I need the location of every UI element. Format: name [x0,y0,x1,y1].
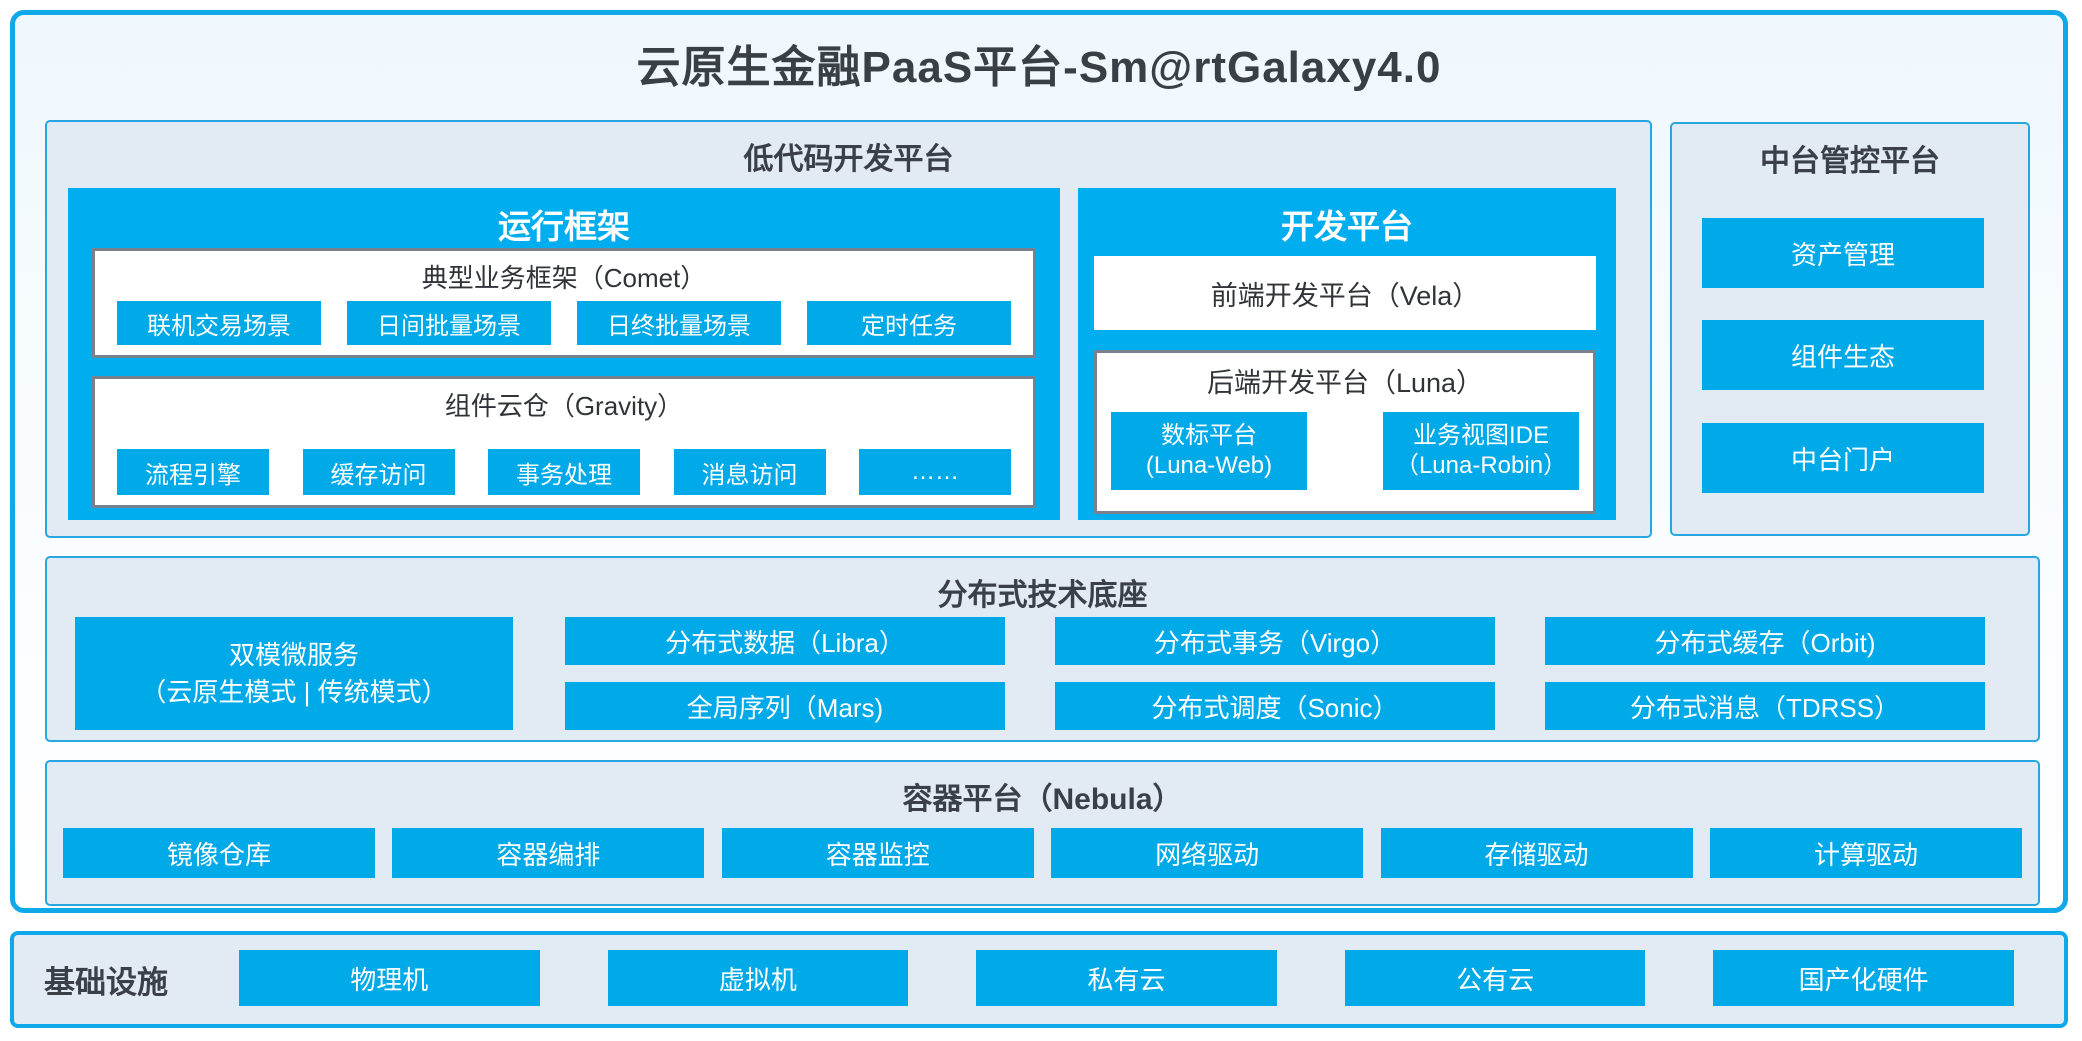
luna-item-web: 数标平台 (Luna-Web) [1111,412,1307,490]
runtime-title: 运行框架 [498,208,630,245]
container-item: 镜像仓库 [63,828,375,878]
dual-mode-microservice-block: 双模微服务 （云原生模式 | 传统模式） [75,617,513,730]
distributed-item: 分布式数据（Libra） [565,617,1005,665]
gravity-title: 组件云仓（Gravity） [444,391,684,421]
container-item: 容器监控 [721,828,1034,878]
container-item: 网络驱动 [1051,828,1364,878]
comet-item: 日终批量场景 [577,301,781,345]
box-luna: 后端开发平台（Luna） 数标平台 (Luna-Web) 业务视图IDE （Lu… [1094,350,1596,514]
luna-web-line2: (Luna-Web) [1145,452,1273,479]
distributed-title: 分布式技术底座 [937,579,1148,612]
luna-robin-line1: 业务视图IDE [1412,422,1549,449]
infrastructure-item: 私有云 [976,950,1277,1006]
gravity-item: 消息访问 [673,449,826,495]
comet-item: 定时任务 [807,301,1011,345]
section-distributed-base: 分布式技术底座 双模微服务 （云原生模式 | 传统模式） 分布式数据（Libra… [45,556,2040,742]
gravity-item: 事务处理 [488,449,640,495]
section-container-platform: 容器平台（Nebula） 镜像仓库 容器编排 容器监控 网络驱动 存储驱动 计算… [45,760,2040,906]
comet-title: 典型业务框架（Comet） [421,263,707,293]
mid-platform-item: 中台门户 [1702,423,1984,493]
infrastructure-items-row: 物理机 虚拟机 私有云 公有云 国产化硬件 [239,950,2014,1006]
luna-robin-line2: （Luna-Robin） [1394,452,1568,479]
box-gravity: 组件云仓（Gravity） 流程引擎 缓存访问 事务处理 消息访问 …… [92,376,1036,508]
infrastructure-label: 基础设施 [44,965,168,1000]
mid-platform-item: 资产管理 [1702,218,1984,288]
panel-dev-platform: 开发平台 前端开发平台（Vela） 后端开发平台（Luna） 数标平台 (Lun… [1078,188,1616,520]
distributed-item: 分布式消息（TDRSS） [1545,682,1985,730]
gravity-item: …… [859,449,1011,495]
mid-platform-item: 组件生态 [1702,320,1984,390]
distributed-item: 分布式缓存（Orbit) [1545,617,1985,665]
infrastructure-item: 国产化硬件 [1713,950,2014,1006]
comet-item: 联机交易场景 [117,301,321,345]
container-platform-title: 容器平台（Nebula） [902,783,1183,816]
distributed-item: 全局序列（Mars) [565,682,1005,730]
gravity-item: 缓存访问 [302,449,455,495]
dev-title: 开发平台 [1281,208,1413,245]
main-frame: 云原生金融PaaS平台-Sm@rtGalaxy4.0 低代码开发平台 运行框架 … [10,10,2068,913]
dual-mode-line2: （云原生模式 | 传统模式） [140,676,448,707]
dual-mode-line1: 双模微服务 [228,640,359,671]
page-title: 云原生金融PaaS平台-Sm@rtGalaxy4.0 [636,43,1442,92]
distributed-item: 分布式事务（Virgo） [1055,617,1495,665]
box-comet: 典型业务框架（Comet） 联机交易场景 日间批量场景 日终批量场景 定时任务 [92,248,1036,358]
container-item: 存储驱动 [1380,828,1693,878]
comet-item: 日间批量场景 [347,301,551,345]
box-vela: 前端开发平台（Vela） [1094,256,1596,330]
panel-runtime-framework: 运行框架 典型业务框架（Comet） 联机交易场景 日间批量场景 日终批量场景 … [68,188,1060,520]
gravity-item: 流程引擎 [117,449,269,495]
section-infrastructure: 基础设施 物理机 虚拟机 私有云 公有云 国产化硬件 [10,931,2068,1028]
luna-items-row: 数标平台 (Luna-Web) 业务视图IDE （Luna-Robin） [1111,412,1579,490]
luna-web-line1: 数标平台 [1161,422,1257,449]
mid-platform-title: 中台管控平台 [1760,145,1940,178]
comet-items-row: 联机交易场景 日间批量场景 日终批量场景 定时任务 [117,301,1011,345]
infrastructure-item: 物理机 [239,950,540,1006]
container-item: 计算驱动 [1709,828,2022,878]
luna-item-robin: 业务视图IDE （Luna-Robin） [1383,412,1579,490]
luna-title: 后端开发平台（Luna） [1206,368,1484,398]
infrastructure-item: 公有云 [1344,950,1646,1006]
section-mid-platform-control: 中台管控平台 资产管理 组件生态 中台门户 [1670,122,2030,536]
gravity-items-row: 流程引擎 缓存访问 事务处理 消息访问 …… [117,449,1011,495]
distributed-item: 分布式调度（Sonic） [1055,682,1495,730]
container-items-row: 镜像仓库 容器编排 容器监控 网络驱动 存储驱动 计算驱动 [63,828,2022,878]
infrastructure-item: 虚拟机 [607,950,909,1006]
low-code-title: 低代码开发平台 [743,143,954,176]
container-item: 容器编排 [392,828,705,878]
distributed-items-grid: 分布式数据（Libra） 分布式事务（Virgo） 分布式缓存（Orbit) 全… [565,617,1985,730]
section-low-code-platform: 低代码开发平台 运行框架 典型业务框架（Comet） 联机交易场景 日间批量场景… [45,120,1652,538]
